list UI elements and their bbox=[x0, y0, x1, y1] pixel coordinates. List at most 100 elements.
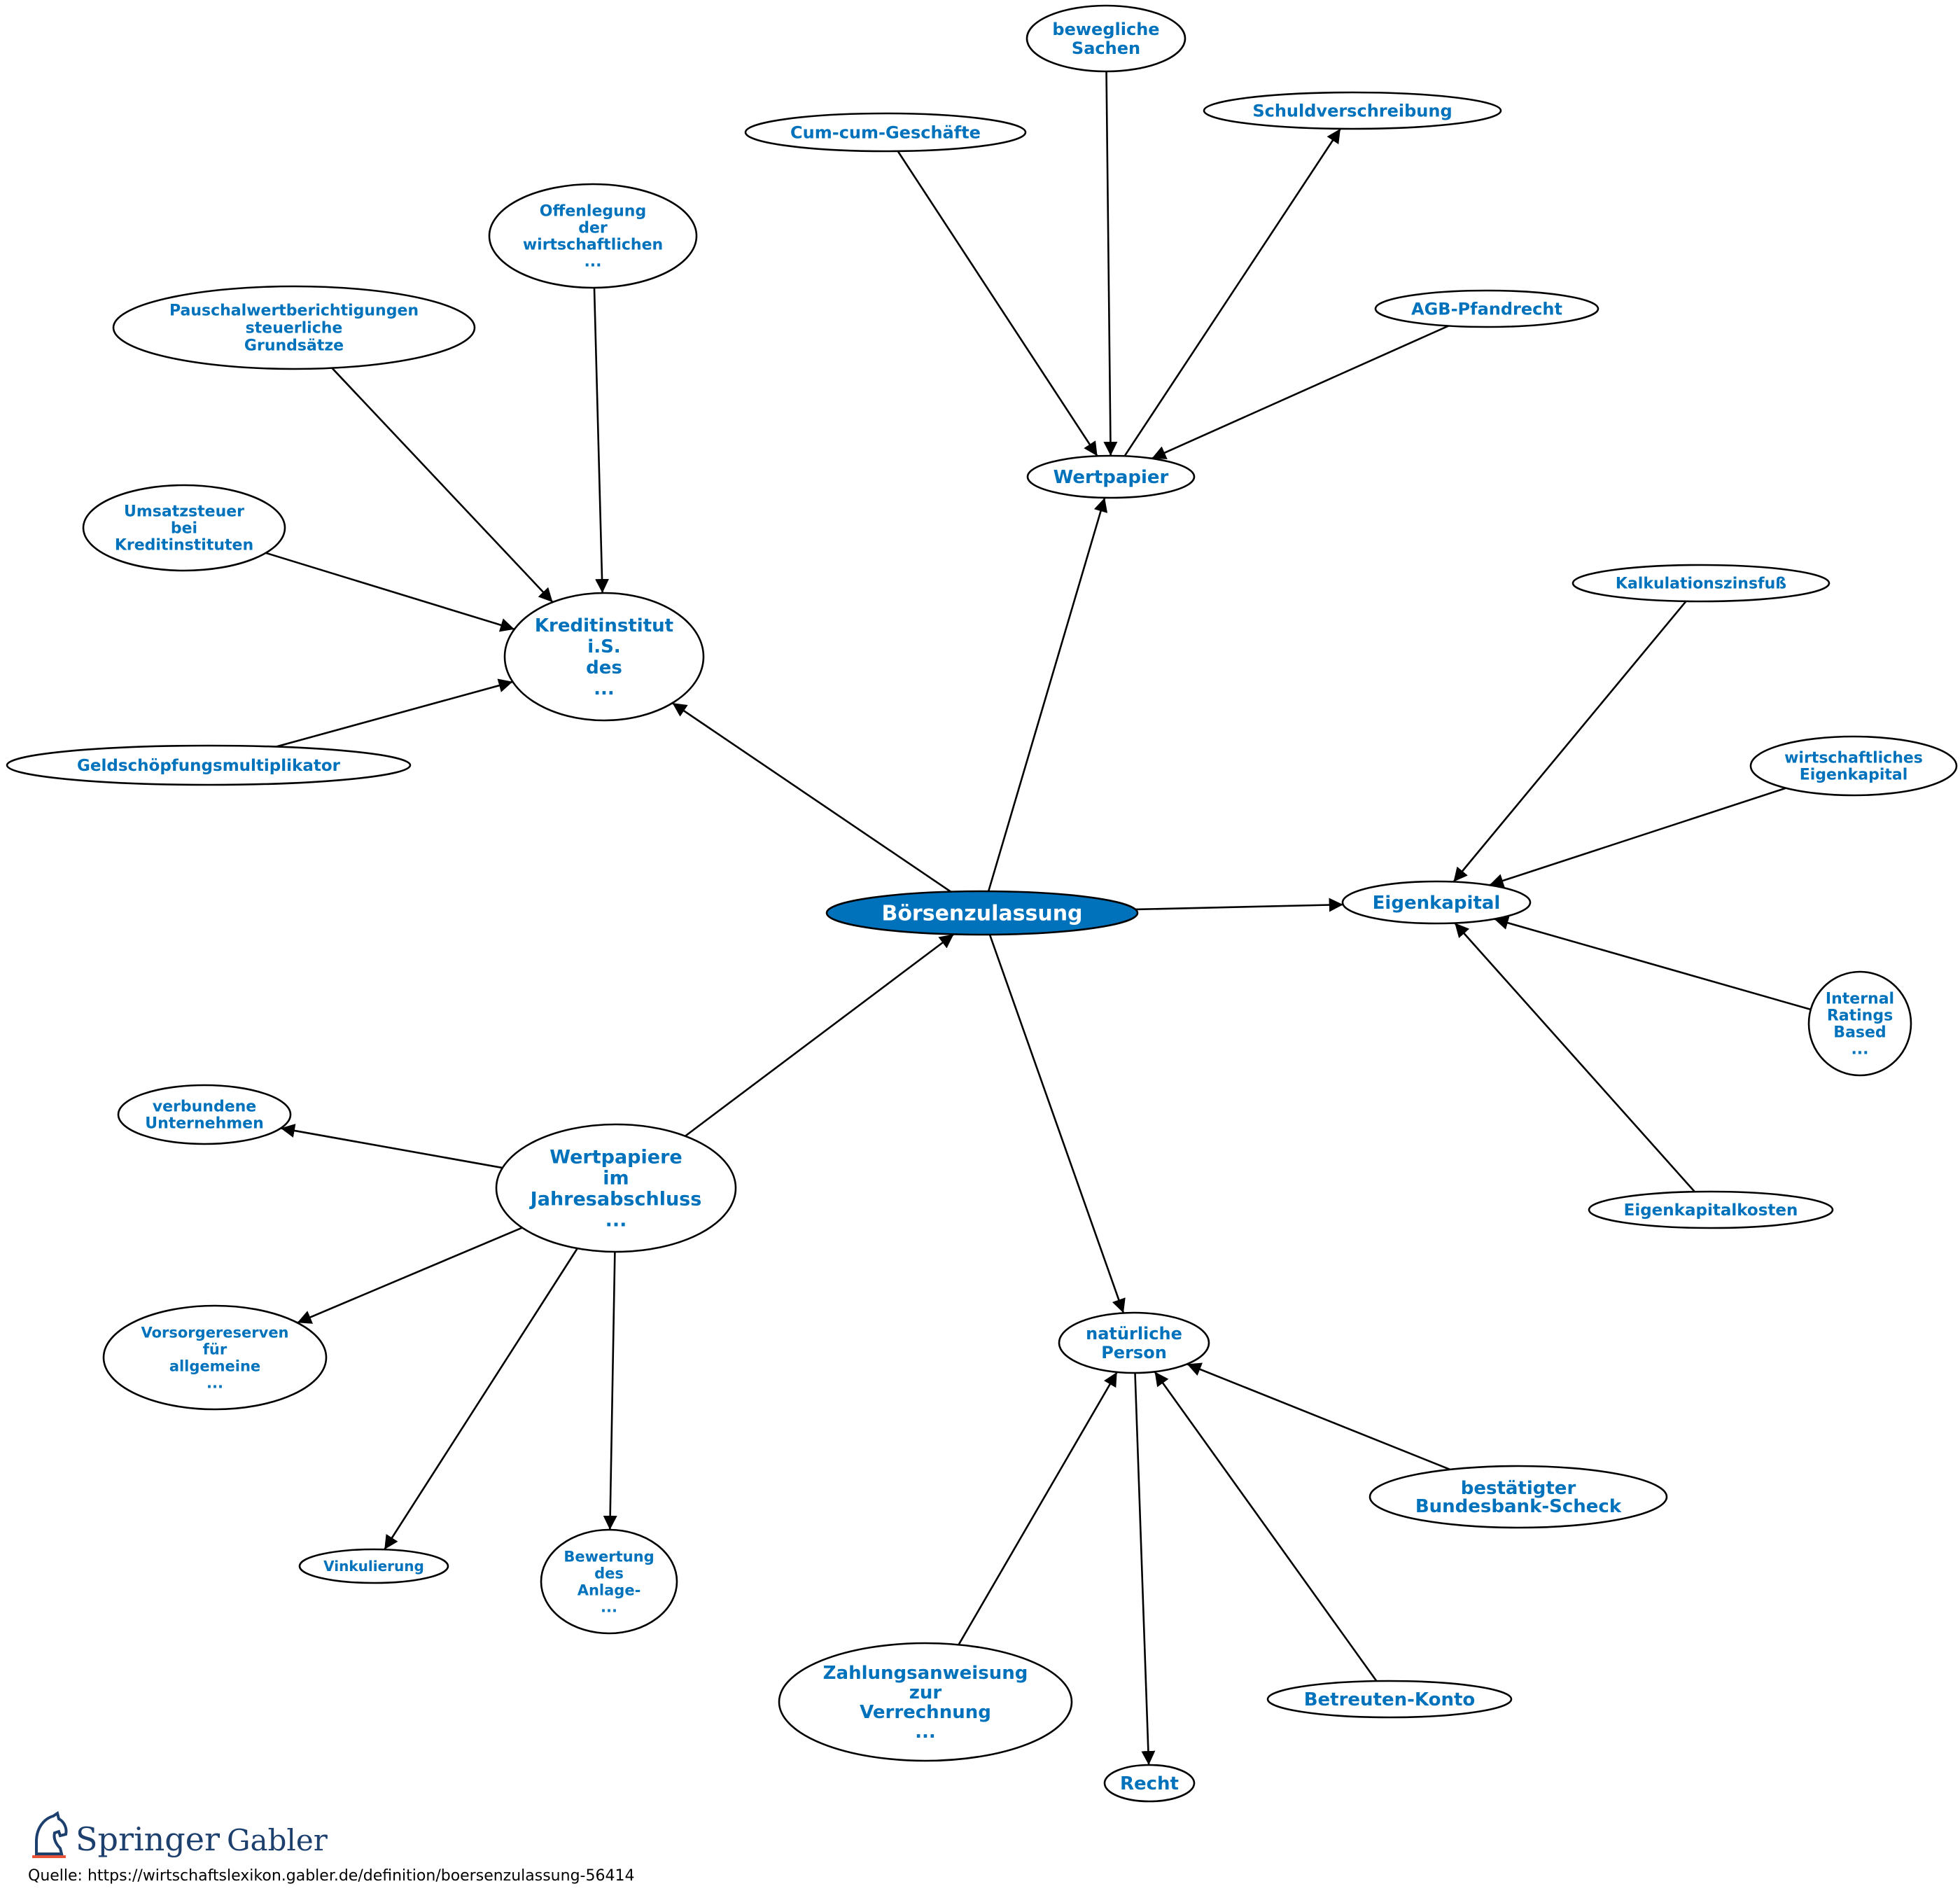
node-label-line: Anlage- bbox=[578, 1582, 641, 1598]
edge-bestaetigt-to-natperson bbox=[1186, 1362, 1450, 1471]
node-label-line: ... bbox=[206, 1374, 223, 1391]
node-label-line: Bundesbank-Scheck bbox=[1415, 1496, 1622, 1517]
edge-natperson-to-recht bbox=[1134, 1372, 1156, 1766]
edge-irb-to-eigenkapital bbox=[1494, 916, 1812, 1011]
node-label-line: Schuldverschreibung bbox=[1252, 101, 1452, 120]
edge-agb-to-wertpapier bbox=[1151, 325, 1449, 460]
node-betreuten[interactable]: Betreuten-Konto bbox=[1266, 1680, 1513, 1719]
edge-geld-to-kredit bbox=[275, 678, 513, 748]
node-label-line: Internal bbox=[1826, 991, 1894, 1008]
node-ellipse bbox=[488, 183, 698, 289]
node-label-line: bewegliche bbox=[1052, 20, 1159, 39]
node-ellipse bbox=[82, 484, 286, 572]
node-ekkosten[interactable]: Eigenkapitalkosten bbox=[1588, 1190, 1834, 1229]
edge-ekkosten-to-eigenkapital bbox=[1454, 922, 1695, 1193]
node-ellipse bbox=[1368, 1465, 1668, 1529]
horse-head-icon bbox=[32, 1810, 68, 1858]
node-label-line: Geldschöpfungsmultiplikator bbox=[77, 757, 341, 775]
edge-cumcum-to-wertpapier bbox=[897, 151, 1098, 457]
edge-umsatz-to-kredit bbox=[265, 552, 515, 632]
node-label-line: Person bbox=[1101, 1343, 1167, 1362]
node-ellipse bbox=[1266, 1680, 1513, 1719]
node-ellipse bbox=[503, 592, 705, 722]
node-schuld[interactable]: Schuldverschreibung bbox=[1203, 91, 1502, 130]
logo-brand: Springer bbox=[76, 1820, 220, 1858]
node-label-line: des bbox=[586, 657, 622, 678]
node-label-line: für bbox=[203, 1341, 227, 1358]
edge-center-to-wertpapier bbox=[987, 497, 1108, 892]
node-recht[interactable]: Recht bbox=[1103, 1764, 1196, 1803]
node-ellipse bbox=[1374, 289, 1600, 328]
node-label-line: natürliche bbox=[1086, 1324, 1182, 1344]
edge-wpjahr-to-center bbox=[685, 933, 955, 1137]
node-label-line: Jahresabschluss bbox=[529, 1188, 702, 1210]
node-label-line: im bbox=[603, 1167, 629, 1189]
node-label-line: Eigenkapital bbox=[1373, 893, 1501, 914]
node-label: Cum-cum-Geschäfte bbox=[790, 123, 981, 142]
node-label-line: Wertpapiere bbox=[550, 1146, 682, 1168]
node-ellipse bbox=[112, 285, 476, 370]
edge-zahlung-to-natperson bbox=[958, 1372, 1118, 1645]
node-label-line: wirtschaftliches bbox=[1784, 750, 1923, 767]
source-citation: Quelle: https://wirtschaftslexikon.gable… bbox=[28, 1867, 634, 1885]
node-label-line: ... bbox=[601, 1598, 617, 1615]
node-label-line: i.S. bbox=[587, 636, 620, 657]
node-center[interactable]: Börsenzulassung bbox=[825, 890, 1139, 936]
node-ellipse bbox=[1058, 1311, 1210, 1374]
node-kalk[interactable]: Kalkulationszinsfuß bbox=[1572, 564, 1830, 603]
node-label: Eigenkapital bbox=[1373, 893, 1501, 914]
node-ellipse bbox=[1026, 4, 1186, 73]
node-eigenkapital[interactable]: Eigenkapital bbox=[1341, 880, 1532, 925]
node-label-line: des bbox=[594, 1565, 624, 1582]
edge-betreuten-to-natperson bbox=[1154, 1371, 1378, 1682]
node-agb[interactable]: AGB-Pfandrecht bbox=[1374, 289, 1600, 328]
node-label-line: steuerliche bbox=[246, 320, 343, 337]
node-label: Kalkulationszinsfuß bbox=[1616, 575, 1786, 593]
node-wertpapier[interactable]: Wertpapier bbox=[1026, 454, 1196, 499]
edge-wpjahr-to-bewertung bbox=[603, 1251, 617, 1530]
edge-center-to-eigenkapital bbox=[1135, 898, 1343, 912]
edge-center-to-kredit bbox=[671, 702, 951, 893]
node-label: Wertpapier bbox=[1054, 467, 1169, 488]
edge-kalk-to-eigenkapital bbox=[1452, 600, 1687, 883]
node-ellipse bbox=[1588, 1190, 1834, 1229]
node-cumcum[interactable]: Cum-cum-Geschäfte bbox=[744, 112, 1027, 153]
edge-offen-to-kredit bbox=[593, 287, 610, 594]
node-label-line: Offenlegung bbox=[540, 203, 646, 221]
edge-wpjahr-to-verbunden bbox=[280, 1124, 503, 1169]
node-geld[interactable]: Geldschöpfungsmultiplikator bbox=[6, 744, 412, 786]
node-label: AGB-Pfandrecht bbox=[1411, 299, 1562, 319]
node-ellipse bbox=[1026, 454, 1196, 499]
node-label-line: verbundene bbox=[153, 1098, 256, 1116]
node-ellipse bbox=[298, 1548, 449, 1584]
node-ellipse bbox=[540, 1528, 678, 1635]
node-label-line: ... bbox=[594, 678, 615, 699]
node-label-line: Wertpapier bbox=[1054, 467, 1169, 488]
node-vinkul[interactable]: Vinkulierung bbox=[298, 1548, 449, 1584]
edge-wirtek-to-eigenkapital bbox=[1489, 787, 1786, 888]
node-label-line: Vorsorgereserven bbox=[141, 1324, 288, 1341]
edge-wertpapier-to-schuld bbox=[1124, 128, 1341, 457]
